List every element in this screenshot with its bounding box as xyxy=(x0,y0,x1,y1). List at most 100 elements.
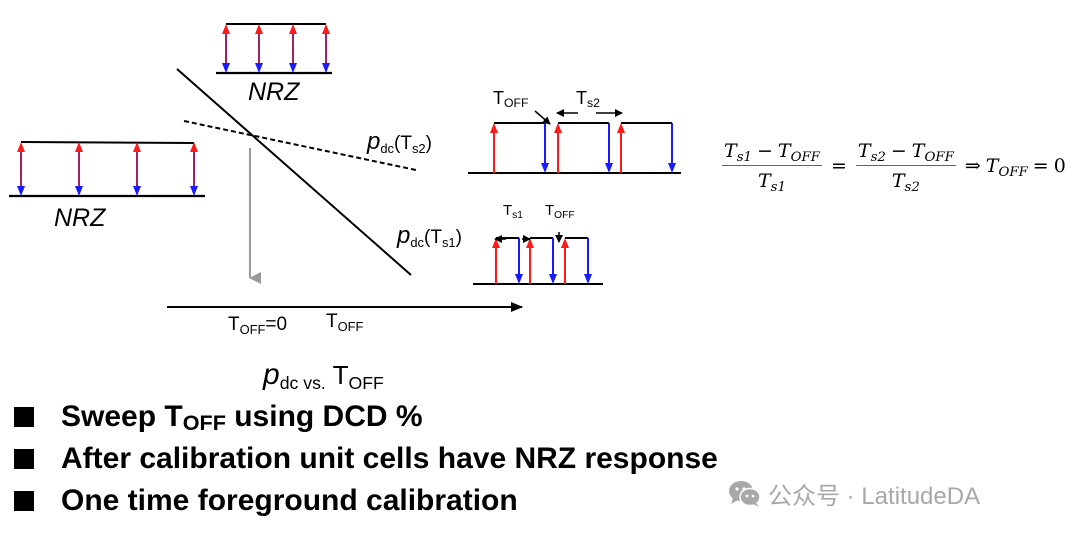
x-axis-sub: OFF xyxy=(337,318,364,334)
equals-sign: = xyxy=(830,155,847,177)
rhs-minus: − xyxy=(890,140,907,162)
ts2-period-t: T xyxy=(576,88,587,108)
pdc-ts2-sub: dc xyxy=(380,140,394,156)
bullet-text: Sweep T xyxy=(61,400,183,433)
pdc-ts1-arg: (T xyxy=(424,227,442,248)
x-tick-sub: OFF xyxy=(239,321,266,337)
nrz-up-arrowhead xyxy=(133,142,141,152)
nrz-down-arrowhead xyxy=(75,186,83,196)
watermark: 公众号 · LatitudeDA xyxy=(728,476,980,511)
lhs-num-b: T xyxy=(777,140,791,162)
bullet-square-icon xyxy=(14,449,34,469)
rhs-denominator: Ts2 xyxy=(892,166,920,195)
nrz-top-waveform xyxy=(216,23,332,75)
rhs-num-b-sub: OFF xyxy=(924,149,954,165)
ts1-toff-sub: OFF xyxy=(554,209,575,221)
pdc-ts1-p: p xyxy=(397,222,411,249)
pdc-ts1-line xyxy=(176,68,412,276)
x-tick-suffix: =0 xyxy=(265,314,288,335)
x-tick-t: T xyxy=(228,314,240,335)
rhs-fraction: Ts2−TOFF Ts2 xyxy=(855,140,956,195)
result-sub: OFF xyxy=(998,164,1028,180)
nrz-down-arrowhead xyxy=(255,63,263,73)
ts2-toff-label: TOFF xyxy=(493,88,529,111)
nrz-down-arrowhead xyxy=(289,63,297,73)
plot-title: pdc vs. TOFF xyxy=(263,360,384,393)
ts2-period-label: Ts2 xyxy=(576,88,600,111)
bullet-text-post: using DCD % xyxy=(225,400,423,433)
equation-result: TOFF=0 xyxy=(985,155,1066,180)
implies-sign: ⇒ xyxy=(964,155,981,177)
x-axis-label: TOFF xyxy=(326,312,364,334)
rhs-num-b: T xyxy=(911,140,925,162)
rising-edge-arrowhead xyxy=(561,238,569,248)
bullet-square-icon xyxy=(14,491,34,511)
falling-edge-arrowhead xyxy=(549,274,557,284)
ts1-period-sub: s1 xyxy=(512,209,523,221)
plot-title-t: T xyxy=(332,360,349,390)
ts2-period-sub: s2 xyxy=(587,96,600,111)
lhs-denominator: Ts1 xyxy=(758,166,786,195)
result-value: 0 xyxy=(1053,155,1066,177)
nrz-left-label: NRZ xyxy=(54,204,106,232)
bullet-item: One time foreground calibration xyxy=(14,480,718,522)
bullet-text-sub: OFF xyxy=(182,410,226,436)
nrz-up-arrowhead xyxy=(289,24,297,34)
rising-edge-arrowhead xyxy=(492,238,500,248)
nrz-down-arrowhead xyxy=(133,186,141,196)
pdc-ts1-close: ) xyxy=(455,227,462,248)
pdc-ts2-close: ) xyxy=(425,133,432,154)
rhs-numerator: Ts2−TOFF xyxy=(855,140,956,166)
calibration-equation: Ts1−TOFF Ts1 = Ts2−TOFF Ts2 ⇒ TOFF=0 xyxy=(718,140,1066,195)
x-tick-toff-zero: TOFF=0 xyxy=(228,314,288,337)
nrz-down-arrowhead xyxy=(190,186,198,196)
nrz-down-arrowhead xyxy=(222,63,230,73)
lhs-numerator: Ts1−TOFF xyxy=(722,140,822,166)
nrz-up-arrowhead xyxy=(17,142,25,152)
toff-pointer-arrow xyxy=(534,110,551,125)
falling-edge-arrowhead xyxy=(515,274,523,284)
pdc-ts2-arg-sub: s2 xyxy=(411,140,426,156)
rising-edge-arrowhead xyxy=(526,238,534,248)
plot-title-sub: dc vs. xyxy=(279,372,326,393)
nrz-up-arrowhead xyxy=(222,24,230,34)
rising-edge-arrowhead xyxy=(554,123,562,133)
nrz-up-arrowhead xyxy=(75,142,83,152)
lhs-num-b-sub: OFF xyxy=(790,149,820,165)
lhs-den-a-sub: s1 xyxy=(770,179,786,195)
nrz-down-arrowhead xyxy=(17,186,25,196)
lhs-fraction: Ts1−TOFF Ts1 xyxy=(722,140,822,195)
nrz-up-arrowhead xyxy=(190,142,198,152)
bullet-square-icon xyxy=(14,407,34,427)
result-t: T xyxy=(985,155,999,177)
ts2-toff-t: T xyxy=(493,88,504,108)
bullet-text: One time foreground calibration xyxy=(61,484,518,517)
pdc-ts1-label: pdc(Ts1) xyxy=(397,222,462,249)
falling-edge-arrowhead xyxy=(541,163,549,173)
lhs-num-a: T xyxy=(724,140,737,162)
ts2-toff-sub: OFF xyxy=(504,96,529,111)
plot-title-t-sub: OFF xyxy=(348,372,384,393)
nrz-left-high-line xyxy=(20,141,195,144)
nrz-down-arrowhead xyxy=(322,63,330,73)
ts1-toff-label: TOFF xyxy=(545,202,575,221)
rhs-den-a-sub: s2 xyxy=(904,179,920,195)
nrz-top-label: NRZ xyxy=(248,78,300,106)
rising-edge-arrowhead xyxy=(617,123,625,133)
nrz-up-arrowhead xyxy=(322,24,330,34)
rhs-num-a-sub: s2 xyxy=(870,149,886,165)
wechat-icon xyxy=(729,480,761,507)
falling-edge-arrowhead xyxy=(584,274,592,284)
waveform-ts2 xyxy=(468,109,681,174)
pdc-ts2-p: p xyxy=(367,128,381,155)
result-eq: = xyxy=(1032,155,1049,177)
ts1-toff-t: T xyxy=(545,202,555,219)
falling-edge-arrowhead xyxy=(605,163,613,173)
watermark-text: 公众号 · LatitudeDA xyxy=(768,483,981,510)
rhs-num-a: T xyxy=(857,140,871,162)
bullet-text: After calibration unit cells have NRZ re… xyxy=(61,442,718,475)
pdc-ts2-arg: (T xyxy=(394,133,412,154)
